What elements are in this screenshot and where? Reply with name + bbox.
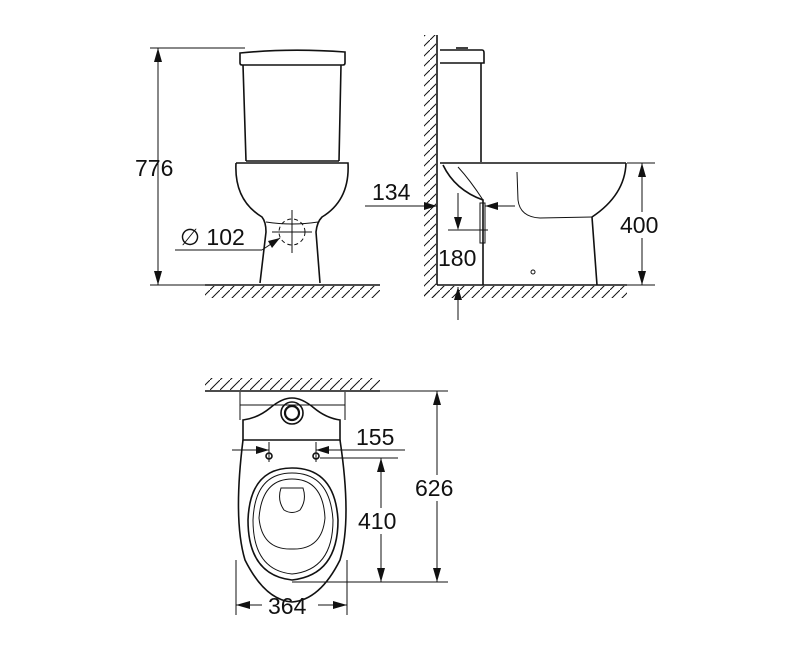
side-view: 134 180 400	[365, 35, 668, 320]
cistern-body	[242, 64, 342, 162]
bowl-top	[237, 439, 347, 603]
wall-hatch-top	[205, 378, 380, 390]
wall-hatch	[424, 35, 436, 297]
dim-wall-to-outlet: 134	[372, 179, 411, 205]
cistern-top	[242, 397, 341, 441]
dim-total-height: 776	[135, 155, 173, 181]
seat-outline	[247, 467, 339, 581]
dim-outlet-diameter: ∅ 102	[180, 224, 245, 250]
front-view: 776 ∅ 102	[135, 47, 380, 298]
cistern-lid	[239, 49, 346, 66]
dim-width: 364	[268, 593, 307, 619]
floor-hatch-side	[424, 286, 627, 298]
dim-seat-height: 400	[620, 212, 658, 238]
floor-hatch	[205, 286, 380, 298]
dim-fixing-to-front: 410	[358, 508, 396, 534]
dim-fixing-spacing: 155	[356, 424, 394, 450]
top-view: 155 410 626 364	[205, 378, 461, 619]
bowl-outline	[235, 162, 349, 284]
dim-total-depth: 626	[415, 475, 453, 501]
dim-outlet-height: 180	[438, 245, 476, 271]
